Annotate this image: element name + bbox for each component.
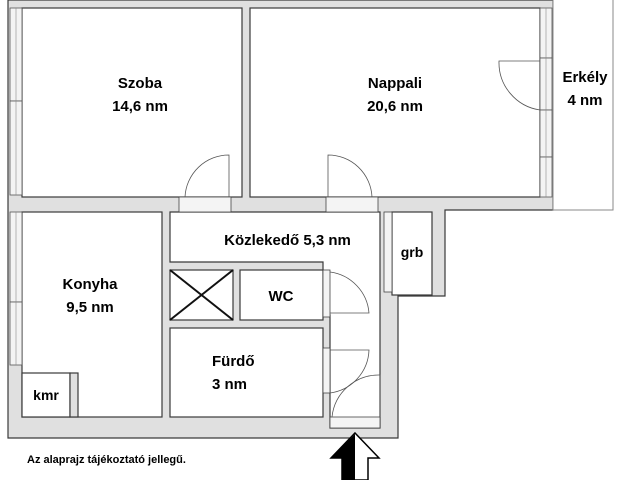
room-name: WC — [268, 288, 294, 305]
label-kmr: kmr — [22, 385, 70, 407]
room-kmr — [21, 372, 71, 418]
label-wc: WC — [250, 285, 312, 308]
room-name: Közlekedő 5,3 nm — [224, 232, 351, 249]
label-furdo: Fürdő 3 nm — [200, 350, 280, 397]
room-name: kmr — [33, 387, 59, 403]
room-area: 4 nm — [567, 92, 603, 110]
room-area: 14,6 nm — [112, 98, 168, 116]
label-grb: grb — [392, 242, 432, 264]
label-szoba: Szoba 14,6 nm — [80, 72, 200, 119]
room-name: Fürdő — [212, 353, 255, 370]
door-swing-nappali — [327, 154, 373, 198]
door-frame-wc — [322, 269, 331, 318]
label-konyha: Konyha 9,5 nm — [40, 273, 140, 320]
door-swing-wc — [329, 271, 370, 314]
label-nappali: Nappali 20,6 nm — [330, 72, 460, 119]
door-frame-szoba — [178, 196, 232, 213]
door-swing-entrance — [331, 374, 381, 418]
door-frame-nappali — [325, 196, 379, 213]
room-name: Konyha — [62, 276, 118, 293]
room-name: grb — [400, 244, 424, 260]
disclaimer-note: Az alaprajz tájékoztató jellegű. — [27, 454, 186, 466]
room-grb — [391, 211, 433, 296]
door-swing-furdo — [329, 349, 370, 394]
room-name: Nappali — [367, 75, 423, 92]
door-swing-szoba — [184, 154, 230, 198]
label-kozlekedo: Közlekedő 5,3 nm — [200, 229, 375, 252]
door-swing-erkely — [498, 60, 541, 111]
room-area: 9,5 nm — [66, 299, 114, 317]
label-erkely: Erkély 4 nm — [555, 66, 615, 113]
room-nappali — [249, 7, 541, 198]
room-name: Szoba — [117, 75, 163, 92]
room-name: Erkély — [562, 69, 608, 86]
kmr-wall-ext — [69, 372, 79, 418]
room-area: 3 nm — [212, 376, 248, 394]
door-frame-grb — [383, 211, 393, 293]
balcony-outline — [552, 0, 614, 211]
room-area: 20,6 nm — [367, 98, 423, 116]
door-frame-furdo — [322, 347, 331, 394]
door-frame-entrance — [329, 416, 381, 429]
room-szoba — [21, 7, 243, 198]
